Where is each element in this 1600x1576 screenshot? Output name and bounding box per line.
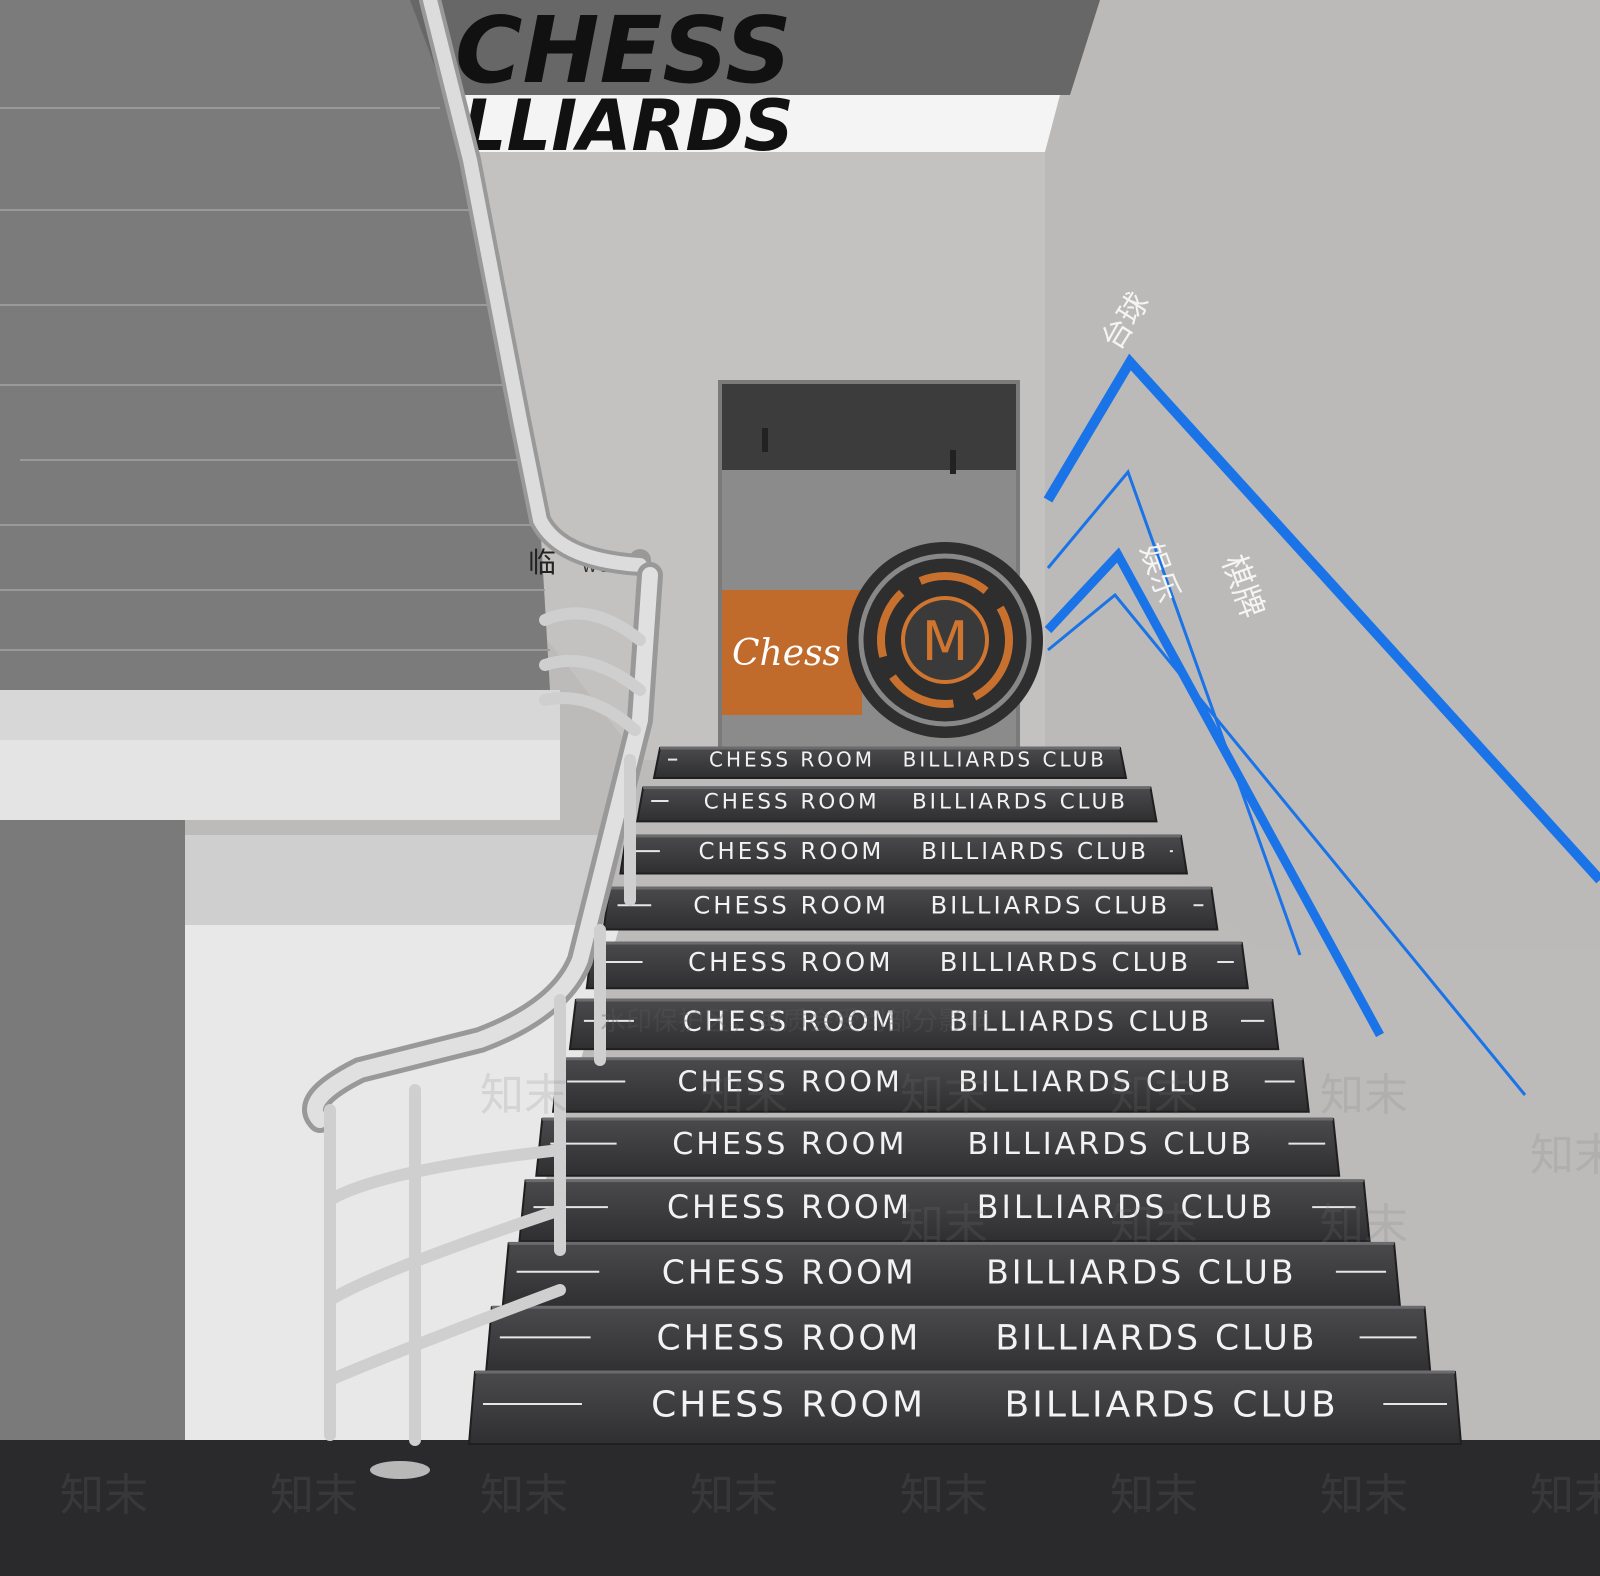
watermark-text: 知末: [60, 1380, 148, 1431]
header-chess-text: CHESS: [455, 0, 792, 104]
watermark-text: 知末: [60, 1030, 148, 1081]
door-chess-text: Chess: [732, 633, 841, 674]
watermark-layer: 知末知末知末知末知末知末知末知末知末知末知末知末知末知末知末知末知末知末知末知末…: [60, 1030, 1600, 1521]
watermark-text: 知末: [1110, 1070, 1198, 1121]
stair-text-billiards-club: BILLIARDS CLUB: [930, 891, 1170, 920]
watermark-text: 知末: [1530, 1130, 1600, 1181]
lower-band: [185, 835, 605, 925]
stair-text-billiards-club: BILLIARDS CLUB: [986, 1252, 1296, 1291]
watermark-text: 知末: [1320, 1070, 1408, 1121]
logo-mid-ring: [858, 553, 1032, 727]
watermark-text: 知末: [60, 1240, 148, 1291]
watermark-text: 知末: [480, 1070, 568, 1121]
watermark-text: 知末: [480, 1470, 568, 1521]
logo-orange-ring: [877, 572, 1013, 708]
floor: [0, 1440, 1600, 1576]
stair-text-chess-room: CHESS ROOM: [699, 839, 885, 865]
upper-stair-lines: [0, 107, 550, 651]
stair-text-chess-room: CHESS ROOM: [688, 948, 893, 978]
watermark-banner: 水印保护区，画质会受到部分影响: [600, 1007, 990, 1037]
watermark-text: 知末: [1530, 1470, 1600, 1521]
stair-text-chess-room: CHESS ROOM: [662, 1252, 917, 1291]
blue-wall-graphic: [1043, 353, 1600, 1096]
header-sign-panel: [455, 95, 1060, 152]
door-header: [722, 384, 1016, 470]
stair-text-chess-room: CHESS ROOM: [693, 891, 889, 920]
stair-text-chess-room: CHESS ROOM: [704, 790, 880, 815]
stair-text-billiards-club: BILLIARDS CLUB: [921, 839, 1149, 865]
stair-text-billiards-club: BILLIARDS CLUB: [949, 1006, 1212, 1037]
watermark-text: 知末: [690, 1470, 778, 1521]
ceiling-band: [390, 0, 1100, 95]
spotlight-2: [950, 450, 956, 474]
watermark-text: 知末: [1320, 1200, 1408, 1251]
lower-light-wall: [185, 925, 620, 1440]
stair-text-chess-room: CHESS ROOM: [677, 1065, 902, 1099]
lower-left-wall: [0, 820, 185, 1440]
watermark-text: 知末: [60, 1170, 148, 1221]
stair-text-billiards-club: BILLIARDS CLUB: [1005, 1385, 1339, 1426]
watermark-text: 知末: [900, 1200, 988, 1251]
stair-text-chess-room: CHESS ROOM: [667, 1190, 912, 1226]
landing-slab: [0, 740, 560, 820]
watermark-text: 知末: [60, 1100, 148, 1151]
stair-text-billiards-club: BILLIARDS CLUB: [912, 790, 1128, 815]
watermark-text: 知末: [700, 1070, 788, 1121]
stair-text-chess-room: CHESS ROOM: [651, 1385, 926, 1426]
watermark-text: 知末: [60, 1310, 148, 1361]
stair-text-chess-room: CHESS ROOM: [683, 1006, 898, 1037]
stair-text-billiards-club: BILLIARDS CLUB: [940, 948, 1191, 978]
welcome-cn-text: 临: [528, 546, 556, 579]
landing-edge: [0, 690, 560, 740]
handrail: [302, 0, 663, 1479]
header-billiards-text: LLIARDS: [462, 85, 794, 167]
watermark-text: 知末: [900, 1470, 988, 1521]
logo-inner-disc: [901, 596, 989, 684]
upper-stair-wall: [0, 0, 550, 690]
watermark-text: 知末: [1110, 1470, 1198, 1521]
stair-text-billiards-club: BILLIARDS CLUB: [995, 1318, 1317, 1358]
stair-text-chess-room: CHESS ROOM: [672, 1127, 907, 1162]
door-orange-panel: [722, 590, 862, 715]
spotlight-1: [762, 428, 768, 452]
logo-letter: M: [922, 610, 969, 673]
watermark-text: 知末: [1110, 1200, 1198, 1251]
stair-text-billiards-club: BILLIARDS CLUB: [977, 1190, 1276, 1226]
stair-text-chess-room: CHESS ROOM: [709, 748, 875, 772]
stair-text-billiards-club: BILLIARDS CLUB: [903, 748, 1107, 772]
watermark-text: 知末: [60, 1470, 148, 1521]
watermark-text: 知末: [1320, 1470, 1408, 1521]
stair-text-chess-room: CHESS ROOM: [656, 1318, 921, 1358]
watermark-text: 知末: [270, 1470, 358, 1521]
staircase: CHESS ROOM BILLIARDS CLUB CHESS ROOM BILLIA…: [467, 746, 1463, 1445]
watermark-text: 知末: [900, 1070, 988, 1121]
stair-text-billiards-club: BILLIARDS CLUB: [958, 1065, 1233, 1099]
stair-text-billiards-club: BILLIARDS CLUB: [968, 1127, 1255, 1162]
side-wall: [1045, 0, 1600, 950]
